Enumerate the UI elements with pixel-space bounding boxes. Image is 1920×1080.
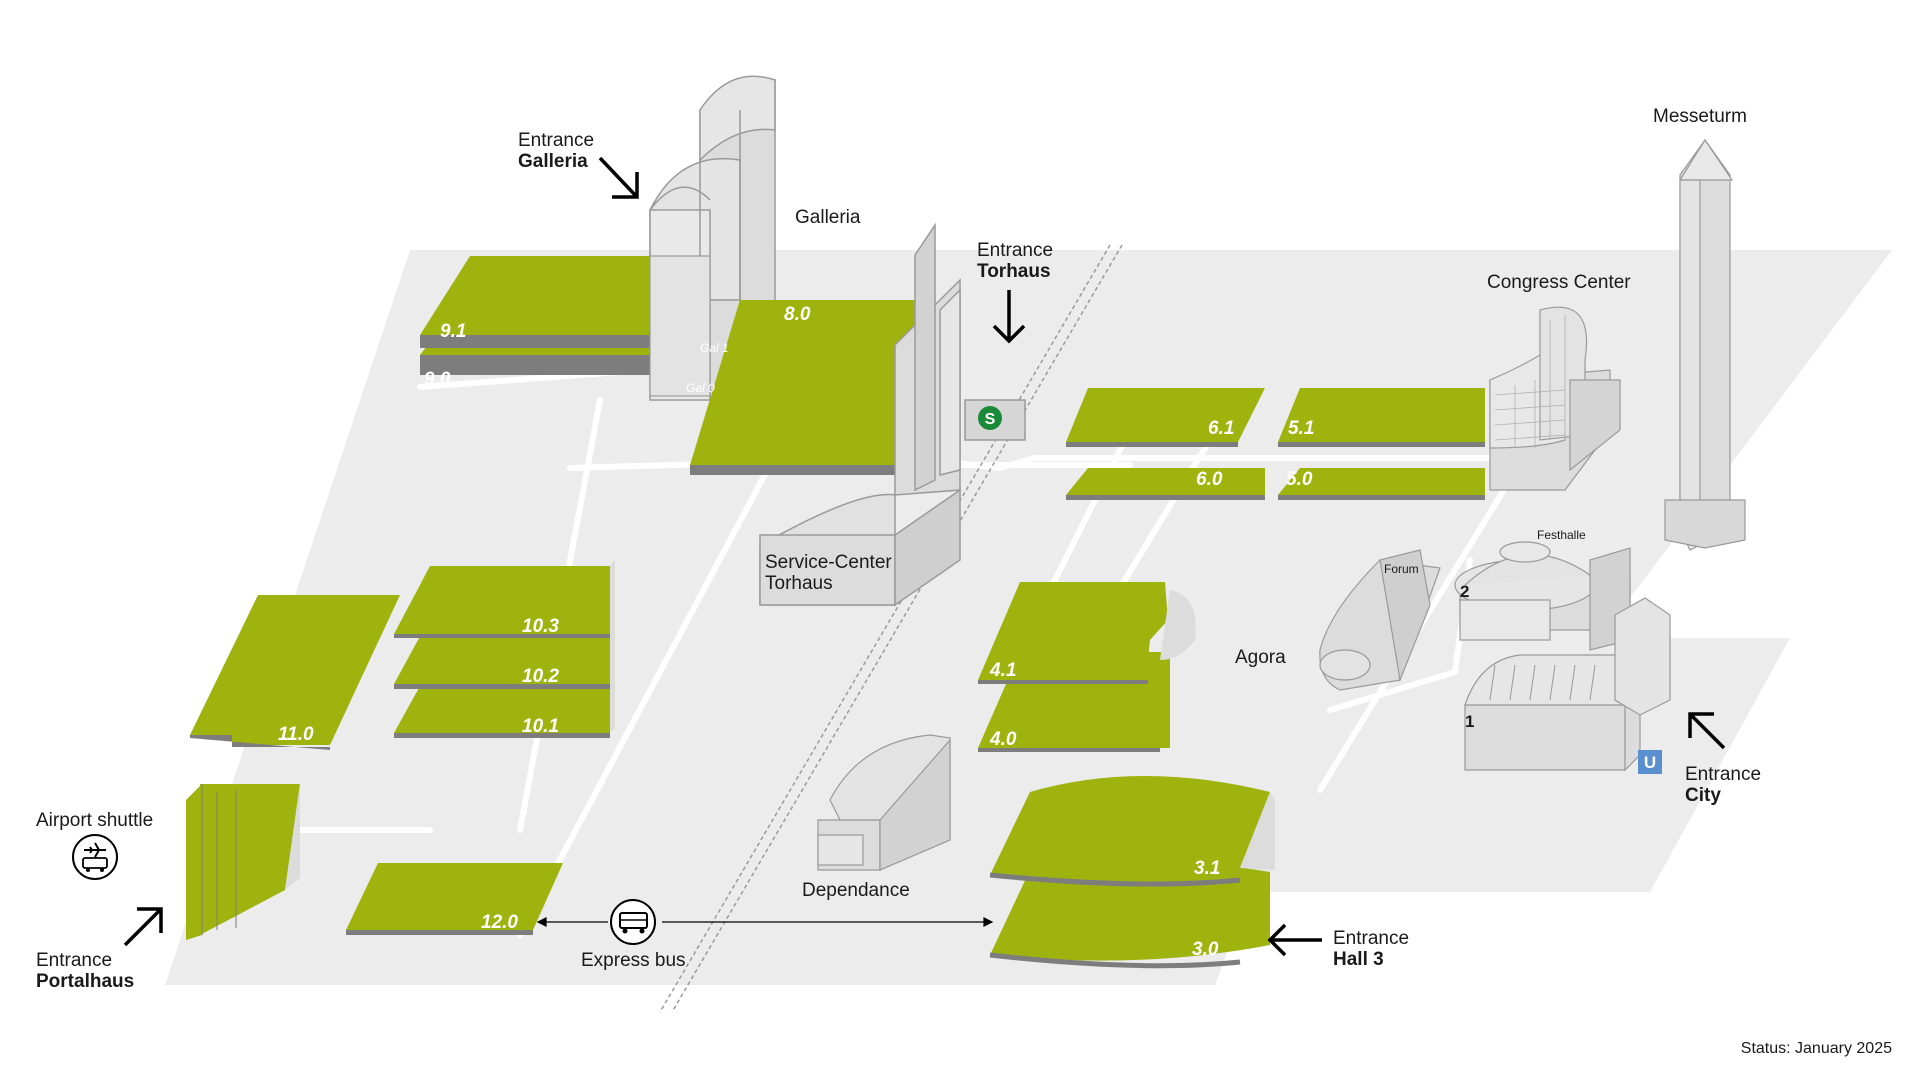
hall-label-12-0: 12.0 — [481, 912, 518, 933]
svg-text:U: U — [1644, 753, 1656, 772]
congress-center-building — [1489, 306, 1621, 491]
festhalle-label: Festhalle — [1537, 528, 1586, 542]
entrance-arrow-icon — [1267, 923, 1322, 957]
hall-11 — [190, 595, 400, 750]
hall-label-6-0: 6.0 — [1196, 469, 1223, 490]
festhalle-building — [1454, 541, 1631, 651]
hall-1-label: 1 — [1465, 712, 1475, 731]
hall-label-10-2: 10.2 — [522, 666, 559, 687]
railway-line — [659, 244, 1123, 1013]
hall-1-building — [1464, 597, 1671, 772]
galleria-front — [649, 255, 711, 397]
hall-label-3-1: 3.1 — [1194, 858, 1220, 879]
portalhaus-building — [186, 784, 300, 940]
hall-9 — [420, 256, 705, 375]
hall-3 — [989, 776, 1275, 969]
entrance-arrow-icon — [992, 290, 1026, 344]
dependance-label: Dependance — [802, 880, 910, 901]
hall-label-8-0: 8.0 — [784, 304, 811, 325]
express-bus-label: Express bus — [581, 950, 686, 971]
hall-label-10-1: 10.1 — [522, 716, 559, 737]
galleria-label: Galleria — [795, 207, 861, 228]
express-bus-line — [536, 917, 994, 927]
s-bahn-icon: S — [978, 406, 1002, 430]
hall-label-3-0: 3.0 — [1192, 939, 1219, 960]
svg-text:S: S — [985, 411, 996, 428]
dependance-building — [817, 734, 951, 871]
congress-center-label: Congress Center — [1487, 272, 1631, 293]
messeturm-label: Messeturm — [1653, 106, 1747, 127]
agora-label: Agora — [1235, 647, 1286, 668]
forum-building — [1319, 549, 1441, 691]
u-bahn-icon: U — [1638, 750, 1662, 774]
hall-8 — [690, 300, 915, 475]
hall-label-9-1: 9.1 — [440, 321, 466, 342]
hall-12 — [346, 863, 563, 935]
bus-icon — [610, 899, 656, 945]
hall-6 — [1066, 388, 1265, 500]
torhaus-building — [759, 222, 1026, 607]
hall-label-6-1: 6.1 — [1208, 418, 1234, 439]
entrance-arrow-icon — [123, 907, 163, 947]
entrance-arrow-icon — [1688, 712, 1726, 750]
hall-label-11-0: 11.0 — [278, 724, 314, 745]
gallery-label-0: Gal 0 — [686, 381, 715, 395]
hall-2-label: 2 — [1460, 582, 1470, 601]
forum-label: Forum — [1384, 562, 1419, 576]
hall-4 — [978, 582, 1196, 752]
hall-label-4-1: 4.1 — [989, 660, 1016, 681]
messeturm-building — [1664, 138, 1746, 551]
airport-shuttle-label: Airport shuttle — [36, 810, 154, 831]
hall-label-10-3: 10.3 — [522, 616, 559, 637]
hall-5 — [1278, 388, 1485, 500]
hall-10 — [394, 560, 615, 738]
hall-label-5-0: 5.0 — [1286, 469, 1313, 490]
gallery-label-1: Gal 1 — [700, 341, 729, 355]
status-note: Status: January 2025 — [1740, 1040, 1892, 1057]
hall-label-5-1: 5.1 — [1288, 418, 1314, 439]
entrance-arrow-icon — [598, 156, 639, 199]
hall-label-4-0: 4.0 — [989, 729, 1017, 750]
plane-bus-icon — [72, 834, 118, 880]
hall-label-9-0: 9.0 — [424, 369, 451, 390]
